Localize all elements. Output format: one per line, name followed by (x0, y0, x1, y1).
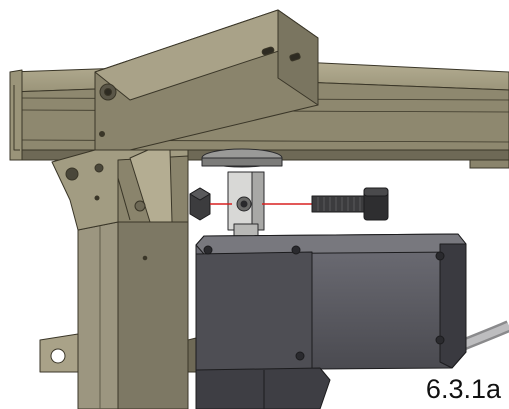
slot-hole (289, 52, 301, 62)
rivet-icon (99, 131, 105, 137)
hex-bolt (311, 187, 389, 221)
actuator-mount-block (469, 159, 509, 169)
pivot-pin-holder (201, 148, 283, 239)
tab-hole (50, 348, 66, 364)
screw-icon (291, 245, 301, 255)
figure-label: 6.3.1a (425, 374, 501, 404)
mounting-bracket (51, 149, 189, 231)
slot-hole (261, 46, 275, 56)
rivet-icon (65, 167, 79, 181)
hex-nut (189, 187, 211, 221)
screw-icon (435, 251, 445, 261)
screw-icon (295, 351, 305, 361)
screw-icon (435, 335, 445, 345)
linear-actuator (195, 233, 509, 409)
screw-icon (203, 245, 213, 255)
vertical-post (39, 221, 197, 409)
diagonal-tube (94, 9, 319, 151)
